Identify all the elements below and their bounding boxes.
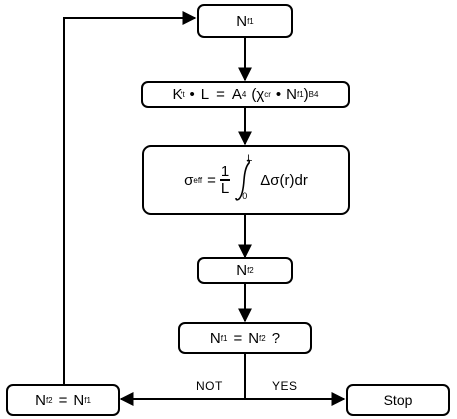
- decision-question: ?: [271, 329, 281, 347]
- decision-a: N: [209, 329, 221, 347]
- eq-dot-2: •: [275, 86, 282, 103]
- nf2-base: N: [236, 262, 248, 279]
- eq-paren-open: (: [251, 86, 257, 103]
- nf1-sub: f1: [247, 16, 254, 26]
- seff-sigma-sub: eff: [193, 175, 203, 185]
- eq-k-sub: t: [182, 90, 185, 99]
- decision-equals: =: [233, 329, 243, 347]
- not-label: NOT: [196, 379, 223, 393]
- assign-b-sub: f1: [84, 395, 91, 405]
- integral-glyph: [235, 159, 251, 201]
- seff-frac-num: 1: [220, 163, 230, 181]
- eq-n: N: [286, 86, 297, 103]
- assign-a-sub: f2: [45, 395, 53, 405]
- eq-chi: χ: [256, 86, 265, 103]
- eq-a: A: [231, 86, 242, 103]
- eq-k-sup: ': [180, 89, 183, 100]
- eq-chi-sub: cr: [264, 90, 271, 99]
- nf2-sub: f2: [247, 266, 254, 275]
- assign-a: N: [35, 391, 46, 409]
- seff-sigma: σ: [184, 171, 194, 189]
- seff-equals: =: [207, 171, 216, 189]
- decision-b-sub: f2: [259, 333, 266, 343]
- yes-label: YES: [272, 379, 298, 393]
- eq-equals: =: [216, 86, 225, 103]
- stop-label: Stop: [383, 392, 413, 408]
- eq-exp-sub: B4: [308, 90, 319, 99]
- decision-b: N: [248, 329, 260, 347]
- eq-a-sub: 4: [241, 90, 247, 99]
- eq-l: L: [200, 86, 210, 103]
- decision-a-sub: f1: [220, 333, 228, 343]
- eq-dot: •: [189, 86, 195, 103]
- integral-sign: L 0: [233, 153, 255, 203]
- loop-back-arrow: [63, 11, 197, 384]
- seff-frac-bar: [219, 179, 231, 181]
- eq-k: K: [172, 86, 183, 103]
- seff-frac-den: L: [220, 179, 230, 197]
- seff-fraction: 1 L: [219, 163, 231, 197]
- assign-b: N: [73, 391, 85, 409]
- seff-integrand: Δσ(r)dr: [260, 171, 308, 189]
- eq-paren-close: ): [303, 86, 309, 103]
- integral-upper-limit: L: [247, 153, 253, 163]
- eq-n-sub: f1: [297, 90, 304, 99]
- assign-equals: =: [58, 391, 68, 409]
- integral-lower-limit: 0: [242, 191, 248, 201]
- nf1-base: N: [236, 12, 248, 30]
- stop-box: Stop: [346, 384, 450, 416]
